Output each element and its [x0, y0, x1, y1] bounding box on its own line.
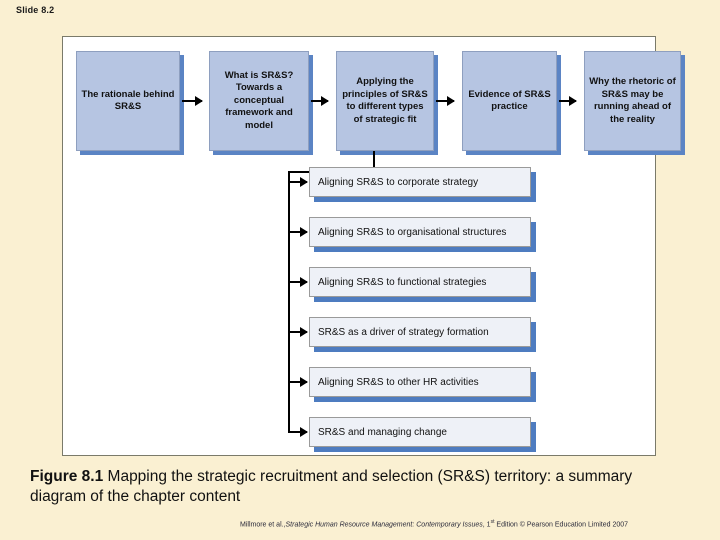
list-item-label: SR&S as a driver of strategy formation: [318, 326, 489, 338]
process-box-evidence: Evidence of SR&S practice: [462, 51, 557, 151]
figure-label: Figure 8.1: [30, 468, 104, 485]
process-box-label: Evidence of SR&S practice: [468, 88, 551, 113]
list-item-label: Aligning SR&S to functional strategies: [318, 276, 487, 288]
process-box-label: Why the rhetoric of SR&S may be running …: [589, 76, 676, 125]
source-attribution: Millmore et al.,Strategic Human Resource…: [240, 519, 628, 528]
figure-caption: Figure 8.1 Mapping the strategic recruit…: [30, 467, 690, 507]
arrow-to-list-item-3: [290, 277, 308, 287]
list-item-label: Aligning SR&S to corporate strategy: [318, 176, 479, 188]
process-box-strategic-fit: Applying the principles of SR&S to diffe…: [336, 51, 434, 151]
process-box-label: What is SR&S? Towards a conceptual frame…: [224, 69, 294, 131]
slide-number: Slide 8.2: [16, 5, 55, 15]
list-item-strategy-formation: SR&S as a driver of strategy formation: [309, 317, 531, 347]
arrow-evidence-to-rhetoric: [559, 96, 577, 106]
process-box-rhetoric: Why the rhetoric of SR&S may be running …: [584, 51, 681, 151]
list-item-other-hr-activities: Aligning SR&S to other HR activities: [309, 367, 531, 397]
arrow-to-list-item-5: [290, 377, 308, 387]
source-author: Millmore et al.,: [240, 521, 286, 529]
process-box-conceptual-framework: What is SR&S? Towards a conceptual frame…: [209, 51, 309, 151]
list-item-corporate-strategy: Aligning SR&S to corporate strategy: [309, 167, 531, 197]
list-item-label: Aligning SR&S to organisational structur…: [318, 226, 507, 238]
source-edition-suffix: st: [490, 519, 495, 525]
diagram-frame: The rationale behind SR&S What is SR&S? …: [62, 36, 681, 456]
arrow-to-list-item-6: [290, 427, 308, 437]
connector-vertical-spine: [288, 171, 290, 433]
process-box-label: The rationale behind SR&S: [81, 88, 175, 113]
source-title: Strategic Human Resource Management: Con…: [285, 521, 483, 529]
connector-drop-from-strategic-fit: [373, 151, 375, 173]
list-item-label: SR&S and managing change: [318, 426, 447, 438]
arrow-to-list-item-2: [290, 227, 308, 237]
arrow-strategic-fit-to-evidence: [436, 96, 455, 106]
process-box-label: Applying the principles of SR&S to diffe…: [342, 76, 428, 125]
process-box-rationale: The rationale behind SR&S: [76, 51, 180, 151]
source-edition-rest: Edition © Pearson Education Limited 2007: [494, 521, 629, 529]
list-item-managing-change: SR&S and managing change: [309, 417, 531, 447]
arrow-to-list-item-1: [290, 177, 308, 187]
arrow-rationale-to-framework: [182, 96, 203, 106]
arrow-to-list-item-4: [290, 327, 308, 337]
figure-caption-text: Mapping the strategic recruitment and se…: [30, 468, 633, 505]
list-item-label: Aligning SR&S to other HR activities: [318, 376, 479, 388]
source-edition-prefix: , 1: [482, 521, 491, 529]
list-item-functional-strategies: Aligning SR&S to functional strategies: [309, 267, 531, 297]
list-item-organisational-structures: Aligning SR&S to organisational structur…: [309, 217, 531, 247]
arrow-framework-to-strategic-fit: [311, 96, 329, 106]
